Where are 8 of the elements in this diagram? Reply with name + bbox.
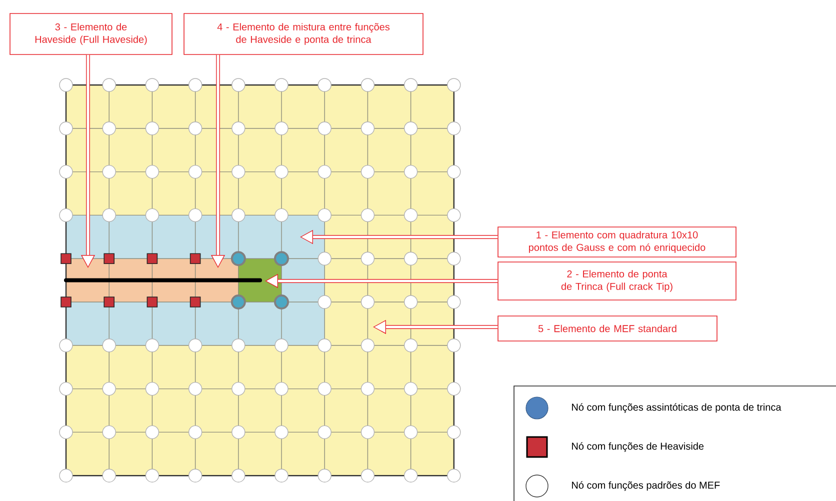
callout-box: 2 - Elemento de ponta de Trinca (Full crack Tip): [498, 262, 736, 300]
callout-box: 3 - Elemento de Haveside (Full Haveside): [10, 13, 172, 55]
legend-text: Nó com funções padrões do MEF: [572, 481, 720, 491]
legend-text: Nó com funções de Heaviside: [572, 442, 704, 452]
callout-box: 1 - Elemento com quadratura 10x10 pontos de Gauss e com nó enriquecido: [498, 226, 736, 258]
callout-box: 4 - Elemento de mistura entre funções de Haveside e ponta de trinca: [184, 13, 424, 55]
callout-box: 5 - Elemento de MEF standard: [498, 316, 718, 342]
legend-text: Nó com funções assintóticas de ponta de trinca: [572, 403, 782, 413]
